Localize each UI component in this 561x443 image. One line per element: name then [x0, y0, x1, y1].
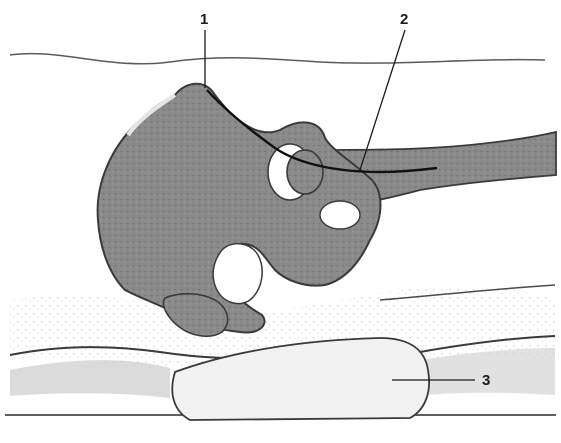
- small-foramen: [320, 201, 360, 229]
- label-1: 1: [200, 11, 208, 28]
- obturator-foramen: [213, 244, 262, 304]
- label-2: 2: [400, 11, 408, 28]
- upper-skin-contour: [10, 54, 545, 64]
- flank-shading: [10, 360, 170, 398]
- label-3: 3: [482, 372, 490, 389]
